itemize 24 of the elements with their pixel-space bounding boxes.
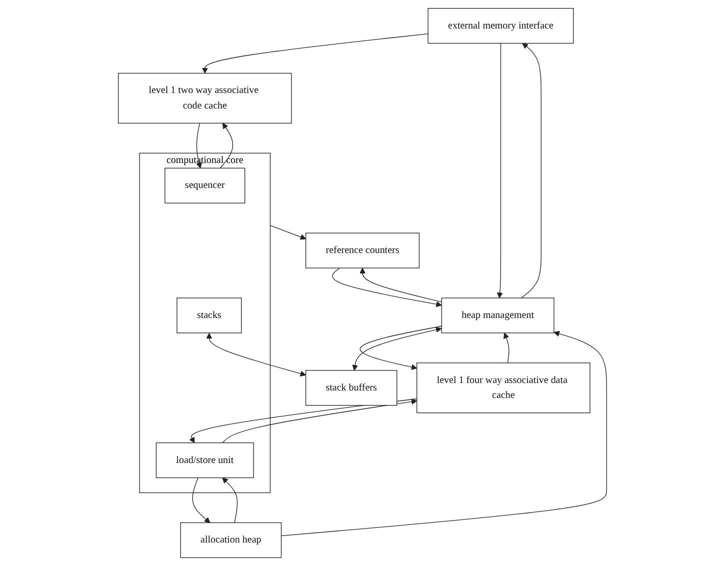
arrow [192,476,210,522]
arrow [359,267,442,302]
node-box: level 1 four way associative data cache [416,362,590,413]
node-box: reference counters [304,232,420,268]
node-box: heap management [440,297,554,333]
node-box: level 1 two way associative code cache [118,72,292,124]
arrow [206,332,306,376]
node-box: allocation heap [180,522,282,558]
node-box: stacks [176,297,242,333]
arrow [332,267,442,307]
arrow [280,330,606,536]
arrow [503,332,509,363]
node-box: load/store unit [155,442,254,478]
node-box: sequencer [164,167,245,203]
arrow [202,32,428,74]
arrow [219,122,233,168]
arrow [222,398,417,443]
arrow [196,122,202,168]
arrow [496,42,502,298]
arrow [269,224,306,240]
arrow [520,42,542,298]
arrow [222,477,238,523]
node-box: stack buffers [304,370,397,406]
node-box: external memory interface [427,8,574,44]
